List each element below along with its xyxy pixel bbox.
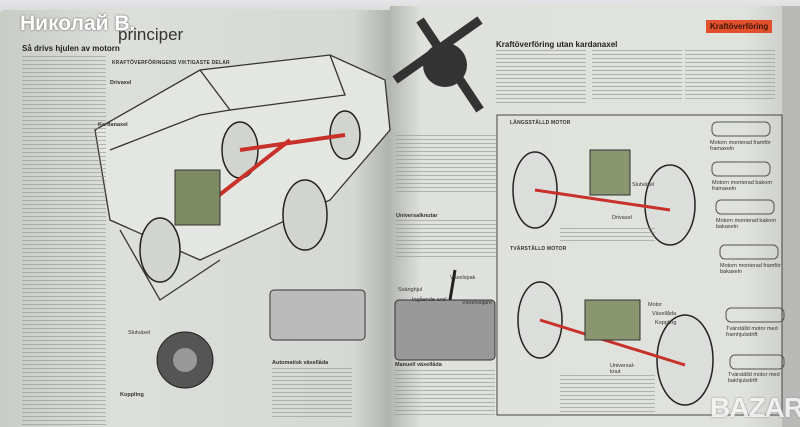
right-wheels <box>512 151 714 406</box>
small-car-icons <box>711 121 785 370</box>
label-r-vaxellada: Växellåda <box>652 311 677 317</box>
manual-gearbox-drawing <box>394 299 496 361</box>
bazar-watermark: BAZAR <box>710 392 800 423</box>
label-transverse: TVÄRSTÄLLD MOTOR <box>510 246 567 252</box>
diagram-title: KRAFTÖVERFÖRINGENS VIKTIGASTE DELAR <box>112 60 230 66</box>
label-r-koppling: Koppling <box>655 320 677 326</box>
label-longitudinal: LÄNGSSTÄLLD MOTOR <box>510 120 571 126</box>
engine-drawing <box>174 169 221 226</box>
label-r-motor: Motor <box>648 302 663 308</box>
left-body-text <box>22 56 106 426</box>
right-caption-1 <box>560 228 655 244</box>
label-svanghjul: Svänghjul <box>398 287 423 293</box>
right-col-3 <box>685 50 775 100</box>
left-heading: Så drivs hjulen av motorn <box>22 44 120 53</box>
car-caption: Tvärställd motor med bakhjulsdrift <box>728 372 780 384</box>
label-r-slutvaxel: Slutväxel <box>632 182 655 188</box>
label-r-universal: Universal-knut <box>610 363 635 375</box>
section-badge: Kraftöverföring <box>706 20 773 33</box>
manual-body-text <box>395 370 495 418</box>
middle-body-text-2 <box>396 220 496 260</box>
label-koppling: Koppling <box>120 392 144 398</box>
car-caption: Motorn monterad bakom bakaxeln <box>716 218 776 230</box>
label-ingaende: Ingående axel <box>412 297 447 303</box>
middle-body-text <box>396 135 496 195</box>
longitudinal-engine <box>589 149 631 196</box>
car-caption: Motorn monterad framför framaxeln <box>710 140 771 152</box>
diagram-frame <box>496 114 783 416</box>
label-drivaxel: Drivaxel <box>110 80 132 86</box>
car-caption: Tvärställd motor med framhjulsdrift <box>726 326 778 338</box>
car-caption: Motorn monterad framför bakaxeln <box>720 263 781 275</box>
right-col-1 <box>496 50 586 105</box>
label-manual: Manuell växellåda <box>395 362 442 368</box>
page-title: principer <box>118 25 184 44</box>
label-vaxelspak: Växelspak <box>450 275 476 281</box>
label-vaxelvaljare: Växelväljare <box>462 300 492 306</box>
label-slutvaxel: Slutväxel <box>128 330 151 336</box>
automatic-gearbox-drawing <box>269 289 366 341</box>
auto-body-text <box>272 368 352 418</box>
right-heading: Kraftöverföring utan kardanaxel <box>496 40 618 49</box>
right-caption-2 <box>560 375 655 415</box>
label-knutar: Universalknutar <box>396 213 438 219</box>
label-r-drivaxel: Drivaxel <box>612 215 632 221</box>
right-col-2 <box>592 50 682 100</box>
label-automatic: Automatisk växellåda <box>272 360 329 366</box>
page-edge <box>782 6 800 427</box>
label-kardanaxel: Kardanaxel <box>98 122 128 128</box>
transverse-engine <box>584 299 641 341</box>
seller-watermark: Николай В. <box>20 12 136 35</box>
car-caption: Motorn monterad bakom framaxeln <box>712 180 772 192</box>
